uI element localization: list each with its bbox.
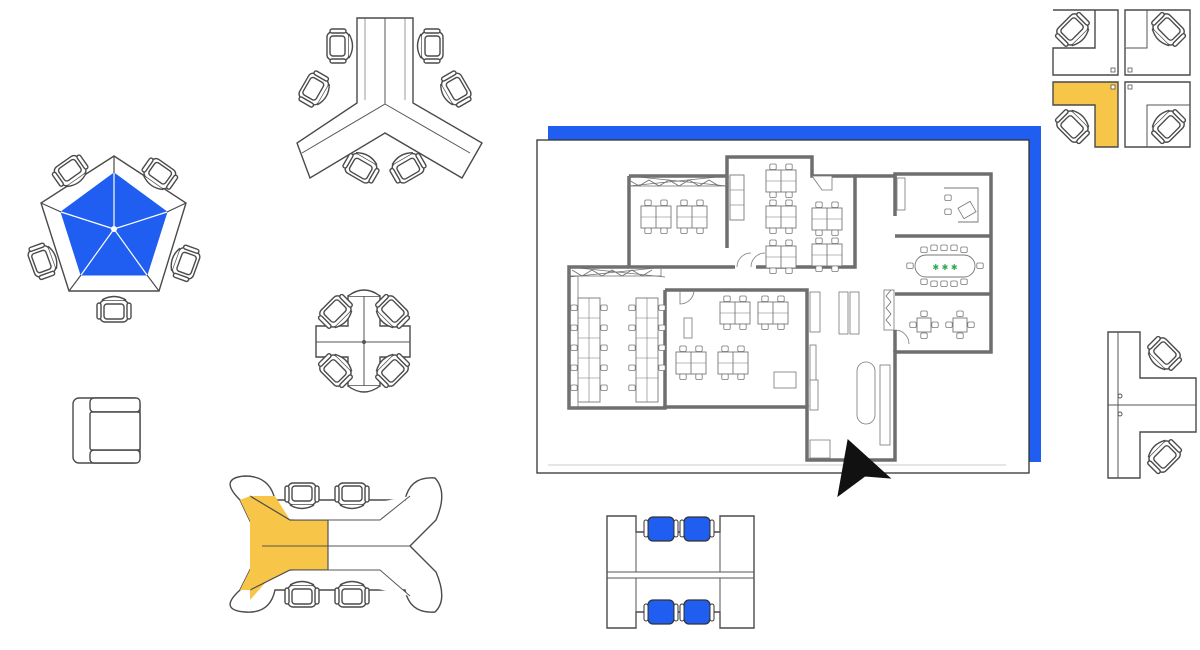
bench-desk[interactable] xyxy=(606,515,755,629)
floor-plan-left-cubicles xyxy=(570,289,695,403)
bone-shaped-workstation[interactable] xyxy=(229,475,443,613)
floor-plan-conference-room: ✱ ✱ ✱ xyxy=(906,244,984,287)
floor-plan-lobby xyxy=(736,252,876,459)
pentagon-workstation[interactable] xyxy=(25,151,203,323)
quad-l-cubicle[interactable] xyxy=(1051,8,1191,148)
floor-plan-walls xyxy=(567,155,993,462)
cross-workstation[interactable] xyxy=(314,289,414,393)
floor-plan-preview[interactable]: ✱ ✱ ✱ xyxy=(536,126,1041,474)
double-l-desk[interactable] xyxy=(1107,331,1197,479)
floor-plan-cubicles xyxy=(641,164,842,380)
svg-text:✱ ✱ ✱: ✱ ✱ ✱ xyxy=(932,263,957,272)
floor-plan-meeting-room xyxy=(894,310,975,345)
armchair[interactable] xyxy=(72,397,141,464)
floor-plan-private-office xyxy=(944,187,979,223)
pointer-cursor-icon xyxy=(837,439,892,498)
y-shaped-workstation[interactable] xyxy=(295,17,483,187)
